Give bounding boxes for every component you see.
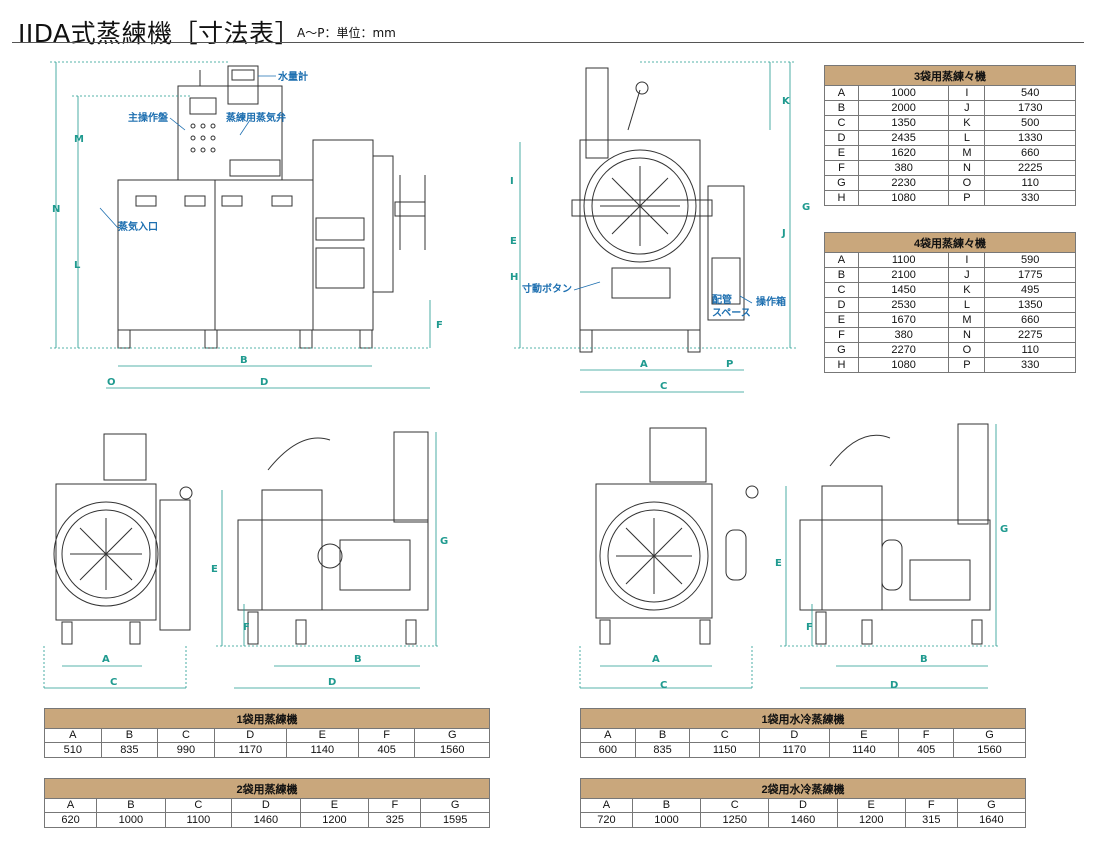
callout-water-meter: 水量計: [277, 70, 308, 83]
table-1bag-wc-caption: 1袋用水冷蒸練機: [580, 708, 1026, 729]
callout-op-box: 操作箱: [756, 295, 786, 308]
dim-label-a-1bag: A: [102, 654, 110, 665]
table-4bag-caption: 4袋用蒸練々機: [824, 232, 1076, 253]
callout-main-panel: 主操作盤: [128, 111, 169, 124]
dim-label-a-wc: A: [652, 654, 660, 665]
dim-label-m: M: [74, 134, 84, 145]
dim-label-d: D: [260, 377, 268, 388]
drawing-wc-front: [579, 427, 759, 690]
dim-label-a: A: [640, 359, 648, 370]
dim-label-f-wc: F: [806, 622, 813, 633]
dim-label-e-1bag: E: [211, 564, 218, 575]
drawing-1bag-front: [43, 433, 193, 690]
drawing-1bag-side: [216, 431, 440, 689]
dim-label-g: G: [802, 202, 810, 213]
table-3bag-caption: 3袋用蒸練々機: [824, 65, 1076, 86]
drawing-large-front: [50, 61, 431, 389]
dim-label-i: I: [510, 176, 514, 187]
dim-label-f: F: [436, 320, 443, 331]
dim-label-o: O: [107, 377, 116, 388]
callout-steam-inlet: 蒸気入口: [118, 220, 158, 233]
dim-label-d-wc: D: [890, 680, 898, 691]
dim-label-c: C: [660, 381, 667, 392]
unit-note: A〜P：単位：mm: [297, 26, 396, 40]
callout-inch-button: 寸動ボタン: [522, 282, 572, 295]
dim-label-b: B: [240, 355, 248, 366]
dim-label-p: P: [726, 359, 733, 370]
dim-label-b-wc: B: [920, 654, 928, 665]
dim-label-k: K: [782, 96, 791, 107]
dim-label-f-1bag: F: [243, 622, 250, 633]
drawing-large-end: [514, 61, 796, 393]
dim-label-l: L: [74, 260, 81, 271]
page-title: IIDA式蒸練機［寸法表］: [18, 19, 301, 48]
dim-label-n: N: [52, 204, 60, 215]
title-divider: [12, 42, 1084, 43]
callout-pipe-space-2: スペース: [712, 307, 751, 319]
dim-label-j: J: [781, 228, 786, 239]
dim-label-c-wc: C: [660, 680, 667, 691]
dim-label-d-1bag: D: [328, 677, 336, 688]
table-1bag-caption: 1袋用蒸練機: [44, 708, 490, 729]
callout-pipe-space-1: 配管: [712, 293, 732, 306]
callout-steam-valve: 蒸練用蒸気弁: [226, 111, 286, 124]
table-2bag-wc-caption: 2袋用水冷蒸練機: [580, 778, 1026, 799]
dim-label-e: E: [510, 236, 517, 247]
dim-label-g-wc: G: [1000, 524, 1008, 535]
table-2bag-caption: 2袋用蒸練機: [44, 778, 490, 799]
dim-label-b-1bag: B: [354, 654, 362, 665]
drawing-wc-side: [780, 423, 1000, 689]
dim-label-e-wc: E: [775, 558, 782, 569]
dim-label-h: H: [510, 272, 518, 283]
dim-label-c-1bag: C: [110, 677, 117, 688]
dim-label-g-1bag: G: [440, 536, 448, 547]
